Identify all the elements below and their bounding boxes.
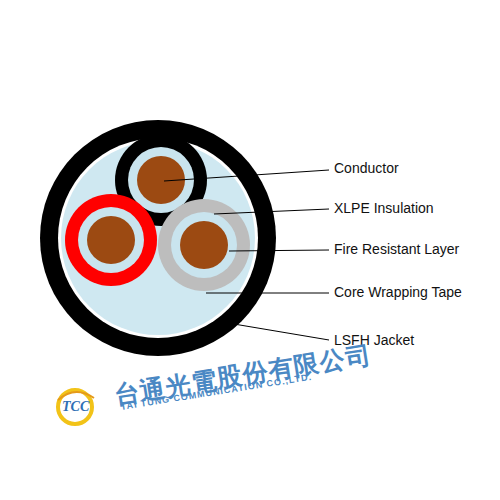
leader-line [229, 250, 329, 251]
leader-line [164, 170, 329, 181]
conductor [87, 216, 135, 264]
lsfh-jacket [40, 120, 276, 356]
xlpe-insulation [78, 207, 144, 273]
leader-line [214, 209, 329, 214]
core-wrapping-tape [61, 141, 255, 335]
part-label: XLPE Insulation [334, 200, 434, 217]
part-label: Core Wrapping Tape [334, 284, 462, 301]
logo-text: TCC [62, 399, 89, 416]
fire-resistant-layer [65, 194, 157, 286]
jacket-inner-edge [58, 138, 258, 338]
part-label: Fire Resistant Layer [334, 241, 459, 258]
leader-lines [164, 170, 329, 340]
conductor [180, 221, 228, 269]
logo-mark [58, 390, 94, 424]
part-label: Conductor [334, 160, 399, 177]
leader-line [222, 322, 329, 340]
leader-line [206, 293, 329, 294]
xlpe-insulation [171, 212, 237, 278]
logo-arc [58, 392, 94, 400]
